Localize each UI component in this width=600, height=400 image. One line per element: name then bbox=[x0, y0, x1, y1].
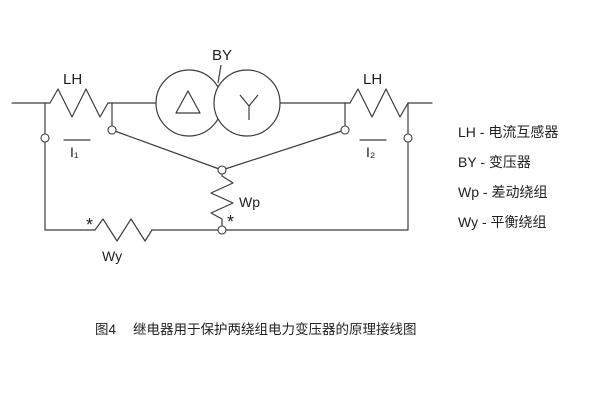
legend: LH - 电流互感器 BY - 变压器 Wp - 差动绕组 Wy - 平衡绕组 bbox=[458, 124, 558, 230]
delta-winding-icon bbox=[175, 90, 201, 114]
terminal-node-left-inner bbox=[107, 125, 117, 135]
terminal-node-right-inner bbox=[340, 125, 350, 135]
bottom-wire-left bbox=[44, 137, 96, 231]
ct-left-label: LH bbox=[63, 71, 82, 88]
bottom-wire-right bbox=[151, 137, 409, 231]
polarity-mark-right: * bbox=[227, 212, 234, 232]
wy-winding-label: Wy bbox=[102, 248, 122, 264]
wp-winding-zigzag bbox=[210, 169, 234, 231]
wye-winding-icon bbox=[239, 94, 259, 120]
terminal-node-right-outer bbox=[403, 133, 413, 143]
figure-caption: 图4 继电器用于保护两绕组电力变压器的原理接线图 bbox=[95, 321, 417, 337]
wy-winding-zigzag bbox=[94, 218, 153, 242]
ct-right-zigzag bbox=[349, 88, 409, 118]
legend-item-by: BY - 变压器 bbox=[458, 154, 531, 170]
terminal-node-left-outer bbox=[40, 133, 50, 143]
junction-node-bottom bbox=[217, 225, 227, 235]
diagonal-wire-right bbox=[221, 129, 346, 171]
current-i1-label: I₁ bbox=[70, 144, 79, 160]
diagram-labels: LH LH BY I₁ I₂ Wp Wy * * bbox=[63, 47, 382, 264]
current-i2-label: I₂ bbox=[366, 144, 375, 160]
junction-node-top bbox=[217, 165, 227, 175]
diagonal-wire-left bbox=[111, 129, 223, 171]
caption-figure-label: 图4 bbox=[95, 322, 116, 337]
legend-item-wp: Wp - 差动绕组 bbox=[458, 184, 547, 200]
by-pointer-line bbox=[217, 64, 222, 84]
legend-item-lh: LH - 电流互感器 bbox=[458, 124, 558, 140]
winding-connection-symbols bbox=[175, 64, 259, 120]
ct-left-zigzag bbox=[49, 88, 109, 118]
ct-right-label: LH bbox=[363, 71, 382, 88]
diagram-wires bbox=[11, 88, 433, 242]
transformer-winding-left-circle bbox=[155, 69, 223, 137]
legend-item-wy: Wy - 平衡绕组 bbox=[458, 214, 547, 230]
transformer-label: BY bbox=[212, 47, 232, 64]
polarity-mark-left: * bbox=[86, 215, 93, 235]
wp-winding-label: Wp bbox=[239, 194, 260, 210]
terminal-nodes bbox=[40, 125, 413, 235]
caption-text: 继电器用于保护两绕组电力变压器的原理接线图 bbox=[133, 321, 417, 337]
